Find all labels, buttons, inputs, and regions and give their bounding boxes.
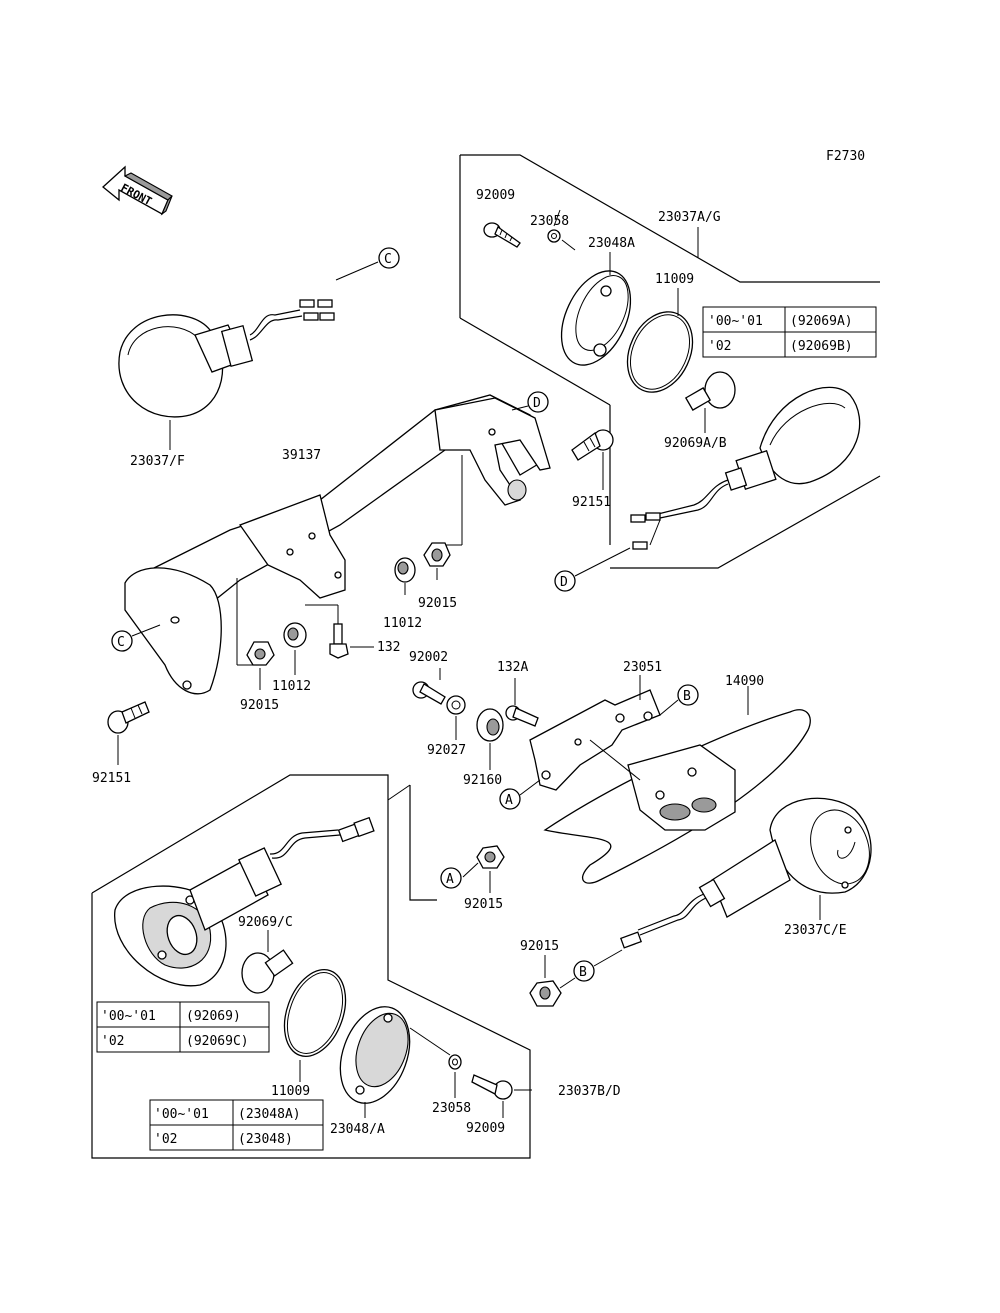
label-92009-top: 92009	[476, 188, 515, 203]
svg-text:C: C	[117, 635, 125, 650]
svg-text:D: D	[560, 575, 568, 590]
label-92002: 92002	[409, 650, 448, 665]
bolt-132a	[505, 705, 539, 727]
lens-23048a	[560, 270, 632, 366]
svg-text:D: D	[533, 396, 541, 411]
nut-92015-lower	[529, 980, 562, 1007]
turn-signal-23037bd	[114, 816, 375, 987]
svg-text:A: A	[446, 872, 454, 887]
svg-text:B: B	[579, 965, 587, 980]
table-mid: '00~'01 (92069) '02 (92069C)	[96, 1001, 270, 1053]
label-92151-left: 92151	[92, 771, 131, 786]
label-92069ab: 92069A/B	[664, 436, 727, 451]
label-23058-bottom: 23058	[432, 1101, 471, 1116]
label-14090: 14090	[725, 674, 764, 689]
bulb-92069ab	[684, 371, 736, 411]
label-11012-left: 11012	[272, 679, 311, 694]
table-bottom-part-2: (23048)	[238, 1132, 293, 1147]
turn-signal-23037f	[118, 261, 379, 418]
table-mid-part-1: (92069)	[186, 1009, 241, 1024]
label-92009-bottom: 92009	[466, 1121, 505, 1136]
callout-a-lower: A	[440, 867, 462, 889]
label-11009-top: 11009	[655, 272, 694, 287]
nut-92015-mid	[423, 542, 451, 567]
table-bottom: '00~'01 (23048A) '02 (23048)	[149, 1099, 324, 1151]
table-top-year-1: '00~'01	[708, 314, 763, 329]
label-92160: 92160	[463, 773, 502, 788]
label-39137: 39137	[282, 448, 321, 463]
table-top: '00~'01 (92069A) '02 (92069B)	[702, 306, 877, 358]
washer-23058-top	[547, 229, 561, 243]
label-132: 132	[377, 640, 400, 655]
callout-d-bottom: D	[554, 570, 576, 592]
bulb-92069c	[241, 949, 294, 994]
svg-text:B: B	[683, 689, 691, 704]
nut-92015-center	[476, 845, 505, 869]
label-132a: 132A	[497, 660, 528, 675]
grommet-92160	[476, 708, 504, 742]
gasket-11009-bottom	[283, 968, 347, 1058]
inset-top-border	[460, 154, 880, 283]
callout-c-left: C	[111, 630, 133, 652]
label-23051: 23051	[623, 660, 662, 675]
label-92151-right: 92151	[572, 495, 611, 510]
label-23037ce: 23037C/E	[784, 923, 847, 938]
svg-text:A: A	[505, 793, 513, 808]
table-bottom-year-1: '00~'01	[154, 1107, 209, 1122]
label-23037ag: 23037A/G	[658, 210, 721, 225]
table-mid-year-1: '00~'01	[101, 1009, 156, 1024]
table-mid-year-2: '02	[101, 1034, 124, 1049]
label-92027: 92027	[427, 743, 466, 758]
nut-92015-left	[246, 641, 275, 666]
fender-14090	[543, 709, 811, 884]
label-11012-mid: 11012	[383, 616, 422, 631]
svg-text:C: C	[384, 252, 392, 267]
turn-signal-23037ag	[630, 386, 861, 550]
table-top-part-2: (92069B)	[790, 339, 853, 354]
label-23048a: 23048A	[588, 236, 635, 251]
callout-b-lower: B	[573, 960, 595, 982]
bolt-92151-left	[107, 701, 150, 734]
lens-23048a-bottom	[339, 1006, 411, 1104]
screw-92009-top	[483, 222, 521, 248]
collar-11012-mid	[394, 557, 416, 583]
label-92015-mid: 92015	[418, 596, 457, 611]
table-top-part-1: (92069A)	[790, 314, 853, 329]
callout-a-bracket: A	[499, 788, 521, 810]
label-92015-center: 92015	[464, 897, 503, 912]
label-23048a-bottom: 23048/A	[330, 1122, 385, 1137]
table-bottom-part-1: (23048A)	[238, 1107, 301, 1122]
bracket-39137	[124, 394, 551, 695]
label-92069c: 92069/C	[238, 915, 293, 930]
inset-bottom-border	[91, 774, 531, 1159]
label-23058-top: 23058	[530, 214, 569, 229]
collar-92027	[446, 695, 466, 715]
collar-11012-left	[283, 622, 307, 648]
bolt-132	[329, 623, 349, 659]
front-arrow-icon: FRONT	[102, 165, 173, 216]
screw-92009-bottom	[471, 1074, 513, 1100]
table-mid-part-2: (92069C)	[186, 1034, 249, 1049]
figure-code: F2730	[826, 149, 865, 164]
washer-23058-bottom	[448, 1054, 462, 1070]
bolt-92002	[412, 681, 446, 705]
label-92015-left: 92015	[240, 698, 279, 713]
label-92015-lower: 92015	[520, 939, 559, 954]
label-11009-bottom: 11009	[271, 1084, 310, 1099]
table-bottom-year-2: '02	[154, 1132, 177, 1147]
label-23037bd: 23037B/D	[558, 1084, 621, 1099]
callout-d-top: D	[527, 391, 549, 413]
callout-c-top: C	[378, 247, 400, 269]
callout-b-bracket: B	[677, 684, 699, 706]
label-23037f: 23037/F	[130, 454, 185, 469]
bolt-92151-right	[571, 429, 614, 461]
turn-signal-23037ce	[619, 797, 872, 949]
table-top-year-2: '02	[708, 339, 731, 354]
